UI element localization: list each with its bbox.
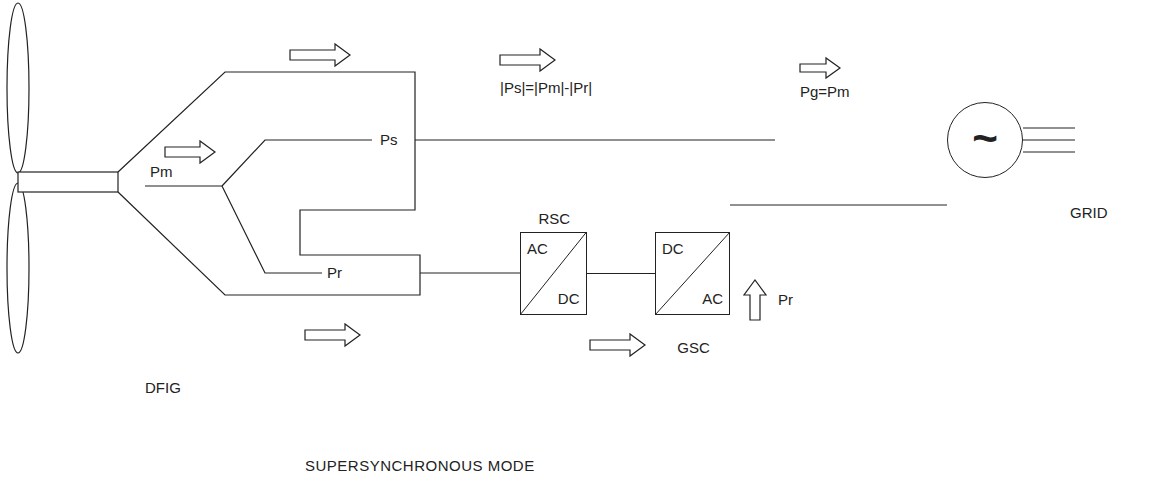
ps-branch bbox=[222, 140, 372, 186]
node-text: AC bbox=[702, 291, 723, 307]
power-arrow bbox=[305, 324, 360, 346]
connector bbox=[587, 273, 655, 274]
power-arrow bbox=[500, 49, 555, 71]
diagram-caption: SUPERSYNCHRONOUS MODE bbox=[305, 458, 535, 474]
node-text: DC bbox=[662, 241, 684, 257]
power-arrow bbox=[744, 280, 766, 320]
node-text: ~ bbox=[972, 116, 998, 160]
grid-phase bbox=[1023, 151, 1075, 152]
power-label: DFIG bbox=[145, 380, 181, 396]
pr-branch bbox=[222, 186, 322, 273]
node-text: DC bbox=[558, 291, 580, 307]
turbine-shaft bbox=[18, 172, 118, 192]
stator-wire bbox=[415, 139, 775, 140]
power-label: Pm bbox=[150, 164, 173, 180]
node-text: AC bbox=[527, 241, 548, 257]
connector-line bbox=[587, 273, 655, 274]
converter-diagonal bbox=[655, 232, 730, 315]
power-label: |Ps|=|Pm|-|Pr| bbox=[500, 80, 592, 96]
node-text: GSC bbox=[677, 340, 710, 356]
turbine-blade bbox=[7, 183, 29, 353]
connector bbox=[730, 205, 947, 206]
converter-diagonal bbox=[520, 232, 587, 315]
converter-box: DCACGSC bbox=[655, 232, 730, 315]
power-arrow bbox=[800, 58, 840, 78]
grid-source: ~ bbox=[947, 102, 1023, 178]
turbine-blade bbox=[7, 3, 29, 173]
power-label: Pr bbox=[778, 292, 793, 308]
power-label: GRID bbox=[1070, 205, 1108, 221]
pm-wire bbox=[145, 185, 222, 186]
power-arrow bbox=[590, 334, 645, 356]
power-label: Pg=Pm bbox=[800, 84, 850, 100]
grid-phase bbox=[1023, 127, 1075, 128]
node-text: RSC bbox=[538, 211, 570, 227]
converter-box: RSCACDC bbox=[520, 232, 587, 315]
power-label: Pr bbox=[327, 265, 342, 281]
dfig-outline bbox=[118, 72, 420, 295]
power-arrow bbox=[165, 141, 215, 163]
rotor-wire bbox=[420, 272, 520, 273]
power-arrow bbox=[290, 44, 350, 66]
power-label: Ps bbox=[380, 132, 398, 148]
grid-phase bbox=[1023, 139, 1075, 140]
connector-line bbox=[730, 204, 947, 205]
